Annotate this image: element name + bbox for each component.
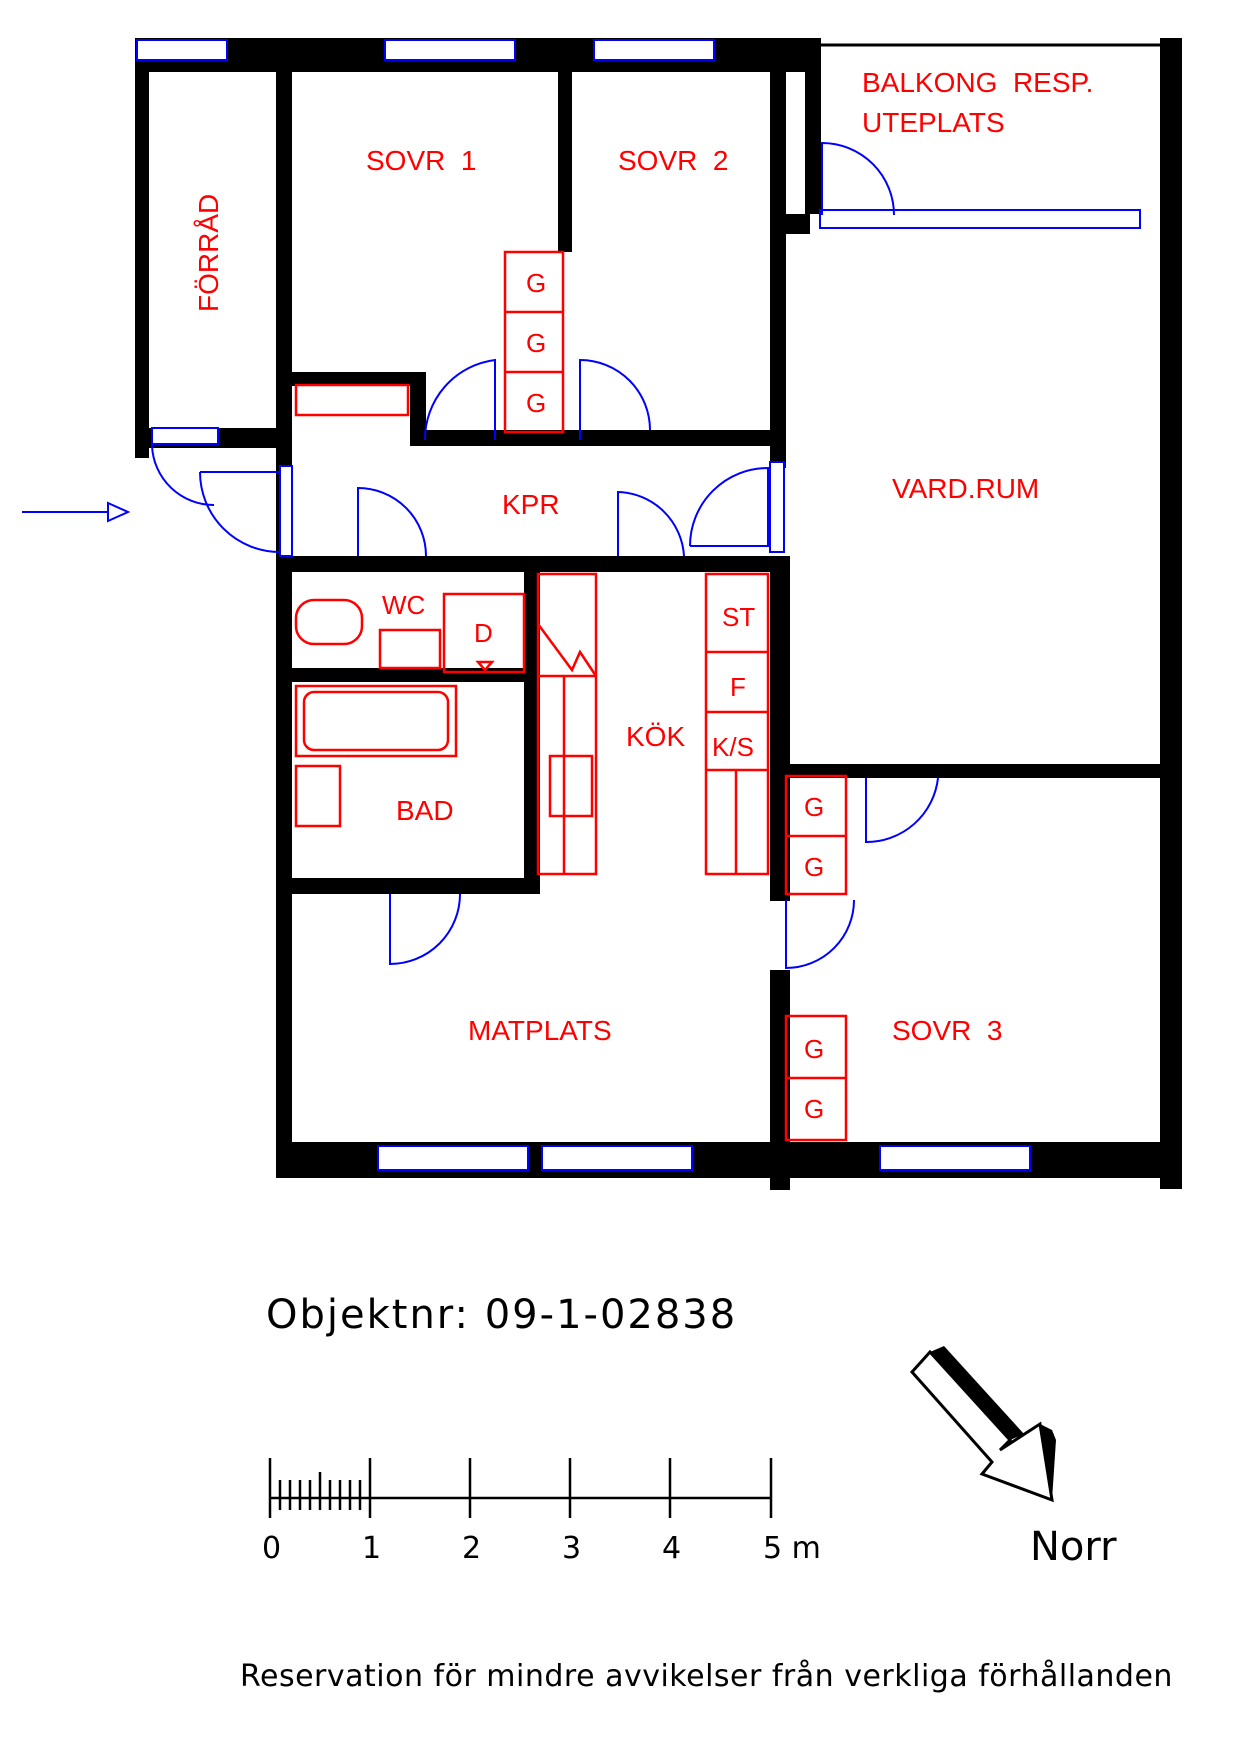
garderob-label: G (526, 328, 546, 358)
fixture-labels: G G G D ST F K/S G G G G (474, 268, 824, 1124)
garderob-label: G (526, 388, 546, 418)
north-arrow-icon (909, 1346, 1056, 1503)
scale-label-4: 4 (662, 1531, 681, 1566)
room-label-vardrum: VARD.RUM (892, 473, 1039, 504)
room-label-kok: KÖK (626, 721, 685, 752)
garderob-label: G (804, 852, 824, 882)
scale-label-3: 3 (562, 1531, 581, 1566)
room-labels: FÖRRÅD SOVR 1 SOVR 2 BALKONG RESP. UTEPL… (193, 67, 1093, 1046)
scale-bar: 0 1 2 3 4 5 m (262, 1458, 821, 1566)
garderob-label: G (526, 268, 546, 298)
room-label-sovr1: SOVR 1 (366, 145, 476, 176)
dusch-label: D (474, 618, 493, 648)
room-label-kpr: KPR (502, 489, 560, 520)
spis-label: ST (722, 602, 755, 632)
disclaimer: Reservation för mindre avvikelser från v… (240, 1659, 1173, 1694)
garderob-label: G (804, 1034, 824, 1064)
frys-label: F (730, 672, 746, 702)
garderob-label: G (804, 792, 824, 822)
garderob-label: G (804, 1094, 824, 1124)
object-number: Objektnr: 09-1-02838 (266, 1292, 737, 1338)
doors (22, 141, 939, 970)
windows (136, 39, 1141, 1171)
scale-label-1: 1 (362, 1531, 381, 1566)
room-label-wc: WC (382, 590, 425, 620)
scale-label-0: 0 (262, 1531, 281, 1566)
scale-label-2: 2 (462, 1531, 481, 1566)
room-label-matplats: MATPLATS (468, 1015, 612, 1046)
fixtures (294, 250, 848, 1142)
kyl-sval-label: K/S (712, 732, 754, 762)
room-label-balkong-1: BALKONG RESP. (862, 67, 1093, 98)
room-label-bad: BAD (396, 795, 454, 826)
scale-label-5m: 5 m (763, 1531, 821, 1566)
room-label-balkong-2: UTEPLATS (862, 107, 1005, 138)
room-label-sovr2: SOVR 2 (618, 145, 728, 176)
north-label: Norr (1030, 1524, 1117, 1570)
room-label-sovr3: SOVR 3 (892, 1015, 1002, 1046)
room-label-forrad: FÖRRÅD (193, 194, 224, 312)
walls (135, 38, 1182, 1190)
